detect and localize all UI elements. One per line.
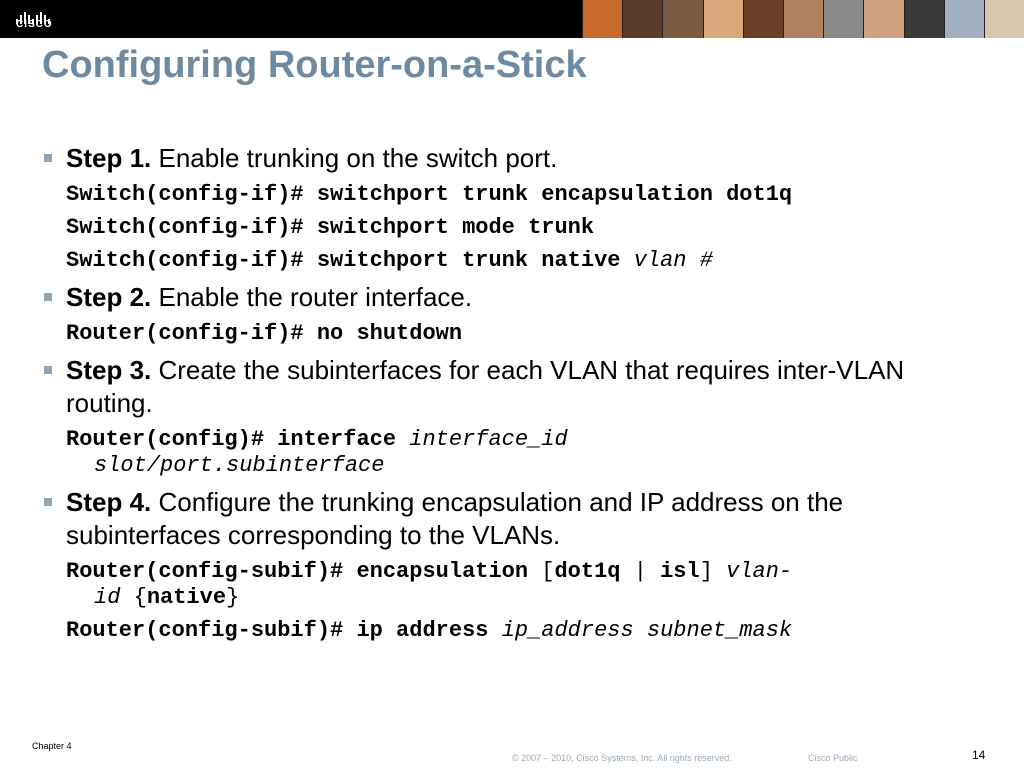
banner-photo: [582, 0, 623, 38]
logo-text: CISCO: [16, 19, 53, 30]
command-text: Router(config-subif)# ip address: [66, 618, 502, 643]
step-2: Step 2. Enable the router interface.: [40, 281, 980, 314]
banner-photo: [983, 0, 1024, 38]
step-1: Step 1. Enable trunking on the switch po…: [40, 142, 980, 175]
command-text: Switch(config-if)# switchport mode trunk: [66, 215, 595, 240]
chapter-label: Chapter 4: [32, 741, 72, 751]
step-label: Step 2.: [66, 282, 152, 312]
syntax-brace: }: [226, 585, 240, 610]
command-argument: id: [94, 585, 121, 610]
logo-bars-icon: [16, 6, 52, 24]
command-line: Switch(config-if)# switchport mode trunk: [40, 215, 980, 241]
syntax-brace: {: [120, 585, 147, 610]
banner-photo: [863, 0, 904, 38]
syntax-bracket: ]: [699, 559, 727, 584]
command-line: Switch(config-if)# switchport trunk nati…: [40, 248, 980, 274]
command-keyword: isl: [660, 559, 700, 584]
command-argument: vlan-: [726, 559, 793, 584]
command-argument: vlan #: [633, 248, 713, 273]
command-text: Switch(config-if)# switchport trunk enca…: [66, 182, 793, 207]
bullet-square-icon: [44, 498, 52, 506]
banner-photo: [823, 0, 864, 38]
command-line: Router(config-subif)# encapsulation [dot…: [40, 559, 980, 611]
syntax-pipe: |: [620, 559, 661, 584]
step-4: Step 4. Configure the trunking encapsula…: [40, 486, 980, 552]
syntax-bracket: [: [541, 559, 555, 584]
step-text: Enable the router interface.: [151, 282, 473, 312]
step-label: Step 4.: [66, 487, 152, 517]
copyright-text: © 2007 – 2010, Cisco Systems, Inc. All r…: [512, 753, 732, 763]
banner-photo: [742, 0, 783, 38]
step-3: Step 3. Create the subinterfaces for eac…: [40, 354, 980, 420]
step-label: Step 1.: [66, 143, 152, 173]
step-text: Create the subinterfaces for each VLAN t…: [66, 355, 905, 418]
command-keyword: native: [146, 585, 227, 610]
command-text: Switch(config-if)# switchport trunk nati…: [66, 248, 634, 273]
bullet-square-icon: [44, 154, 52, 162]
command-text: Router(config)# interface: [66, 427, 410, 452]
banner-photo: [782, 0, 824, 38]
command-line: Router(config-if)# no shutdown: [40, 321, 980, 347]
banner-photo: [662, 0, 703, 38]
banner-photo: [903, 0, 944, 38]
page-number: 14: [972, 748, 986, 762]
command-text: Router(config-subif)# encapsulation: [66, 559, 542, 584]
photo-strip: [582, 0, 1024, 38]
classification-label: Cisco Public: [808, 753, 858, 763]
command-argument: interface_id: [409, 427, 568, 452]
step-text: Enable trunking on the switch port.: [151, 143, 558, 173]
banner-photo: [622, 0, 663, 38]
step-text: Configure the trunking encapsulation and…: [66, 487, 844, 550]
banner-photo: [702, 0, 743, 38]
command-line: Switch(config-if)# switchport trunk enca…: [40, 182, 980, 208]
top-banner: CISCO: [0, 0, 1024, 38]
command-argument: slot/port.subinterface: [94, 453, 385, 478]
banner-photo: [943, 0, 984, 38]
command-line: Router(config-subif)# ip address ip_addr…: [40, 618, 980, 644]
step-label: Step 3.: [66, 355, 152, 385]
command-keyword: dot1q: [554, 559, 621, 584]
cisco-logo: CISCO: [14, 4, 60, 34]
command-text: Router(config-if)# no shutdown: [66, 321, 463, 346]
slide-body: Step 1. Enable trunking on the switch po…: [40, 138, 980, 651]
bullet-square-icon: [44, 366, 52, 374]
bullet-square-icon: [44, 293, 52, 301]
command-argument: ip_address subnet_mask: [501, 618, 793, 643]
slide-title: Configuring Router-on-a-Stick: [42, 44, 587, 86]
